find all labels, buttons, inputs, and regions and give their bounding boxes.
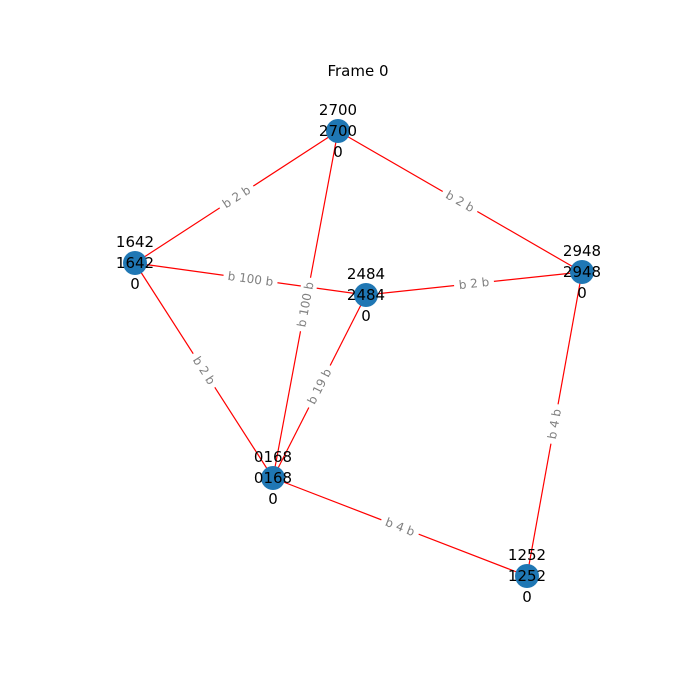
- edge-label-group: b 100 b: [222, 267, 279, 291]
- nodes-layer: [123, 119, 594, 588]
- edge-label-background: [378, 512, 422, 542]
- node-label-middle: 2948: [563, 263, 601, 281]
- edge-label-background: [186, 349, 222, 392]
- edge-label-background: [543, 402, 566, 446]
- node-1252: [515, 564, 539, 588]
- edge-label-background: [453, 273, 495, 294]
- edge-label-background: [438, 184, 482, 219]
- edge-label-background: [301, 361, 338, 412]
- edge-label-group: b 4 b: [543, 402, 566, 446]
- node-label-bottom: 0: [522, 588, 532, 606]
- edge-label: b 2 b: [190, 354, 218, 387]
- node-2700: [326, 119, 350, 143]
- node-label-bottom: 0: [361, 307, 371, 325]
- node-label-middle: 1252: [508, 567, 546, 585]
- edge-label: b 2 b: [443, 188, 476, 215]
- edge-label-group: b 2 b: [186, 349, 222, 392]
- node-label-bottom: 0: [577, 284, 587, 302]
- node-label-top: 2700: [319, 101, 357, 119]
- edge-labels-layer: b 2 b b 2 b b 100 b b 100 b b 2 b b 2 b b 19 b…: [186, 179, 566, 542]
- edge-label-background: [292, 276, 319, 333]
- node-2484: [354, 283, 378, 307]
- edge-label: b 100 b: [227, 269, 274, 289]
- node-0168: [261, 466, 285, 490]
- node-label-middle: 2484: [347, 286, 385, 304]
- node-label-top: 1252: [508, 546, 546, 564]
- edge-label-group: b 4 b: [378, 512, 422, 542]
- edge-label-group: b 2 b: [438, 184, 482, 219]
- node-label-middle: 1642: [116, 254, 154, 272]
- node-2948: [570, 260, 594, 284]
- edge-label: b 4 b: [545, 408, 564, 441]
- edge-label-group: b 19 b: [301, 361, 338, 412]
- edge-label-background: [222, 267, 279, 291]
- node-label-top: 2948: [563, 242, 601, 260]
- node-label-top: 0168: [254, 448, 292, 466]
- node-label-bottom: 0: [333, 143, 343, 161]
- node-label-top: 2484: [347, 265, 385, 283]
- node-label-top: 1642: [116, 233, 154, 251]
- edge-label: b 2 b: [458, 275, 490, 292]
- edge-label-background: [215, 179, 258, 215]
- edge-label-group: b 2 b: [215, 179, 258, 215]
- edge-label-group: b 100 b: [292, 276, 319, 333]
- edge-label: b 2 b: [220, 183, 253, 211]
- node-label-middle: 2700: [319, 122, 357, 140]
- node-labels-layer: 2700 2700 0 1642 1642 0 2484 2484 0 2948 2948 0 0168…: [116, 101, 601, 606]
- diagram-title: Frame 0: [327, 62, 388, 80]
- node-label-middle: 0168: [254, 469, 292, 487]
- edge-label-group: b 2 b: [453, 273, 495, 294]
- node-1642: [123, 251, 147, 275]
- edge-label: b 19 b: [305, 366, 335, 406]
- node-label-bottom: 0: [130, 275, 140, 293]
- node-label-bottom: 0: [268, 490, 278, 508]
